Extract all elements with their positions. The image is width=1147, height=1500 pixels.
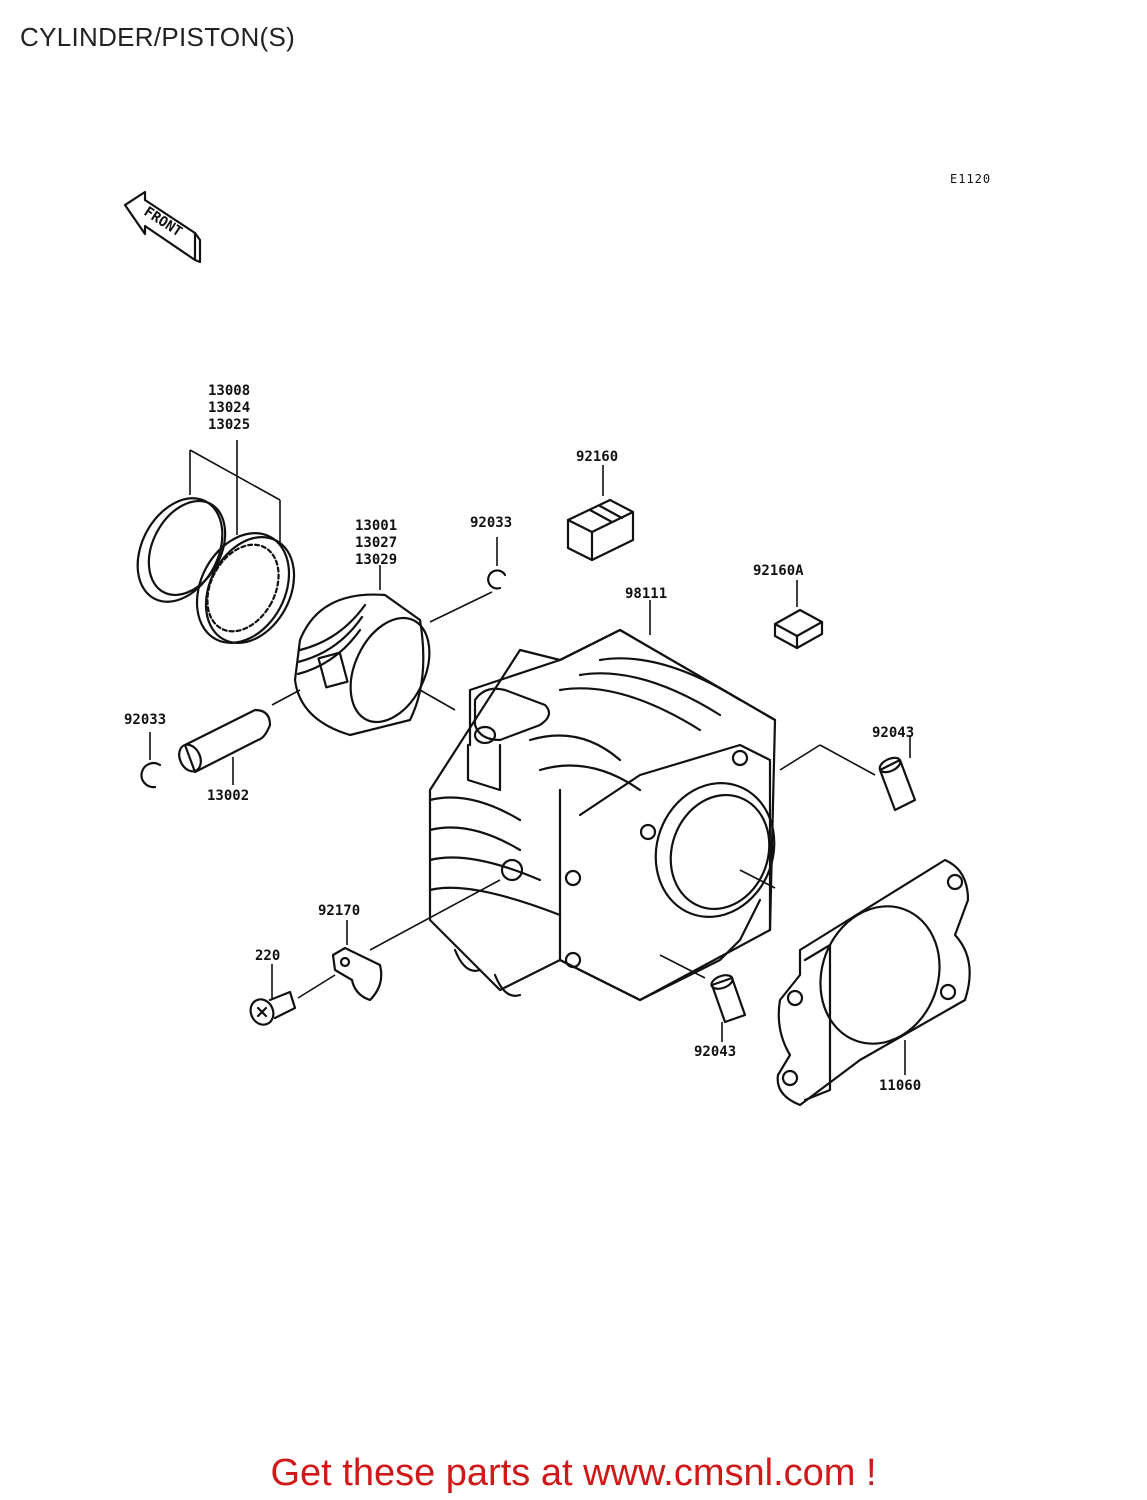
label-cylinder: 98111 xyxy=(625,586,667,602)
label-dowel-bottom: 92043 xyxy=(694,1044,736,1060)
label-piston-b: 13027 xyxy=(355,535,397,551)
label-gasket: 11060 xyxy=(879,1078,921,1094)
circlip-top[interactable] xyxy=(429,537,507,623)
label-clamp: 92170 xyxy=(318,903,360,919)
page-title: CYLINDER/PISTON(S) xyxy=(20,22,296,52)
hose-clamp[interactable] xyxy=(331,879,501,1002)
label-bolt: 220 xyxy=(255,948,280,964)
piston[interactable] xyxy=(293,565,456,737)
cylinder-base-gasket[interactable] xyxy=(739,858,971,1107)
piston-pin[interactable] xyxy=(175,689,301,785)
label-dowel-block: 92160 xyxy=(576,449,618,465)
label-dowel-block-a: 92160A xyxy=(753,563,804,579)
parts-diagram: FRONT 13008 13024 13025 13001 13027 1302… xyxy=(121,190,971,1107)
label-piston-pin: 13002 xyxy=(207,788,249,804)
label-dowel-right: 92043 xyxy=(872,725,914,741)
diagram-code: E1120 xyxy=(950,172,992,186)
piston-rings[interactable] xyxy=(121,440,312,659)
label-rings-c: 13025 xyxy=(208,417,250,433)
label-rings-a: 13008 xyxy=(208,383,250,399)
label-circlip-top: 92033 xyxy=(470,515,512,531)
circlip-left[interactable] xyxy=(140,732,162,789)
bolt[interactable] xyxy=(247,964,336,1028)
front-label: FRONT xyxy=(141,204,185,240)
label-piston-a: 13001 xyxy=(355,518,397,534)
front-arrow-icon: FRONT xyxy=(123,190,202,264)
dowel-block[interactable] xyxy=(566,465,635,562)
label-rings-b: 13024 xyxy=(208,400,250,416)
promo-link[interactable]: Get these parts at www.cmsnl.com ! xyxy=(0,1452,1147,1495)
cylinder[interactable] xyxy=(428,600,793,1002)
label-circlip-left: 92033 xyxy=(124,712,166,728)
dowel-block-a[interactable] xyxy=(773,580,824,650)
dowel-pin-right[interactable] xyxy=(779,737,917,812)
dowel-pin-bottom[interactable] xyxy=(659,954,747,1042)
label-piston-c: 13029 xyxy=(355,552,397,568)
promo-link-text[interactable]: Get these parts at www.cmsnl.com ! xyxy=(270,1452,877,1494)
